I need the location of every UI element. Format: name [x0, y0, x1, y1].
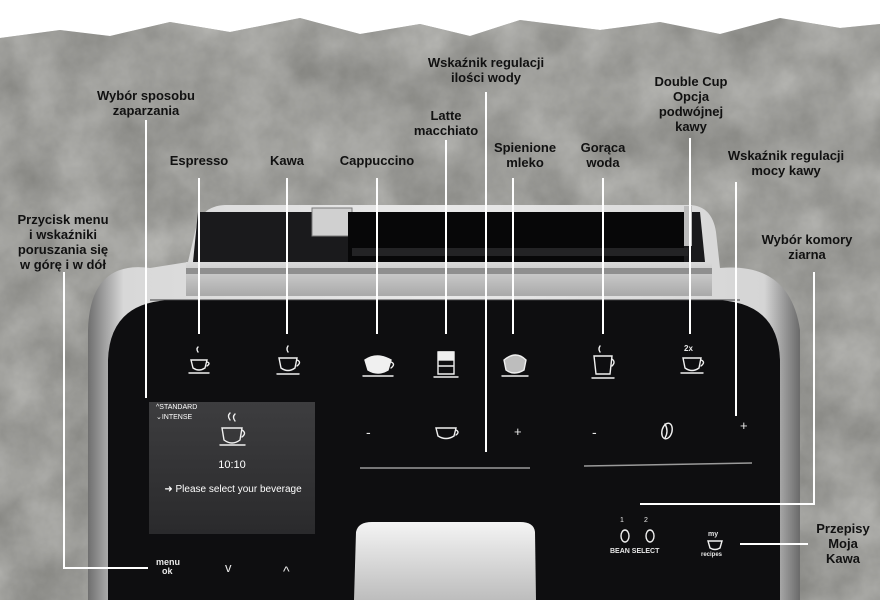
lcd-prompt: ➜ Please select your beverage [164, 484, 302, 495]
coffee-icon[interactable] [276, 345, 301, 375]
water-plus-button[interactable]: + [514, 424, 522, 439]
menu-button[interactable]: menu [156, 557, 181, 567]
my-recipes-cup-icon[interactable] [707, 540, 723, 551]
milk-foam-icon[interactable] [501, 354, 529, 377]
callout-menu-button: Przycisk menu i wskaźniki poruszania się… [17, 212, 109, 272]
lcd-time: 10:10 [218, 459, 246, 471]
strength-slider-line [583, 462, 753, 467]
down-arrow-button[interactable]: v [225, 560, 232, 575]
bean-2-icon[interactable] [645, 529, 655, 543]
callout-milk-foam: Spienione mleko [493, 140, 557, 170]
ok-button[interactable]: ok [162, 566, 173, 576]
callout-brew-mode: Wybór sposobu zaparzania [97, 88, 195, 118]
callout-my-recipes: Przepisy Moja Kawa [816, 521, 870, 566]
cup-small-icon [435, 427, 459, 440]
callout-water-amount: Wskaźnik regulacji ilości wody [427, 55, 545, 85]
hot-water-icon[interactable] [591, 345, 615, 379]
coffee-bean-icon [661, 422, 673, 440]
callout-espresso: Espresso [169, 153, 229, 168]
espresso-icon[interactable] [188, 346, 210, 374]
strength-minus-button[interactable]: - [592, 424, 597, 440]
bean-select-label: BEAN SELECT [610, 548, 660, 555]
callout-double-cup: Double Cup Opcja podwójnej kawy [654, 74, 728, 134]
lcd-screen [149, 402, 315, 534]
callout-hot-water: Gorąca woda [580, 140, 626, 170]
lcd-standard-label: ^STANDARD [156, 404, 198, 411]
bean-2-label: 2 [644, 517, 648, 524]
callout-bean-chamber: Wybór komory ziarna [761, 232, 853, 262]
cappuccino-icon[interactable] [362, 355, 395, 377]
double-cup-icon[interactable] [680, 357, 705, 374]
bean-1-icon[interactable] [620, 529, 630, 543]
callout-strength: Wskaźnik regulacji mocy kawy [727, 148, 845, 178]
recipes-label: recipes [701, 552, 723, 558]
callout-cappuccino: Cappuccino [339, 153, 415, 168]
lcd-cup-icon [219, 412, 246, 446]
coffee-spout [354, 522, 536, 600]
lcd-intense-label: ⌄INTENSE [156, 414, 193, 421]
my-label: my [708, 531, 719, 538]
bean-1-label: 1 [620, 517, 624, 524]
strength-plus-button[interactable]: + [740, 418, 748, 433]
up-arrow-button[interactable]: ^ [283, 563, 290, 579]
bean-hopper [193, 206, 705, 262]
callout-latte: Latte macchiato [413, 108, 479, 138]
water-minus-button[interactable]: - [366, 424, 371, 440]
latte-macchiato-icon[interactable] [433, 351, 459, 378]
double-cup-label: 2x [684, 344, 693, 353]
callout-coffee: Kawa [270, 153, 304, 168]
leader-lines [63, 92, 815, 569]
